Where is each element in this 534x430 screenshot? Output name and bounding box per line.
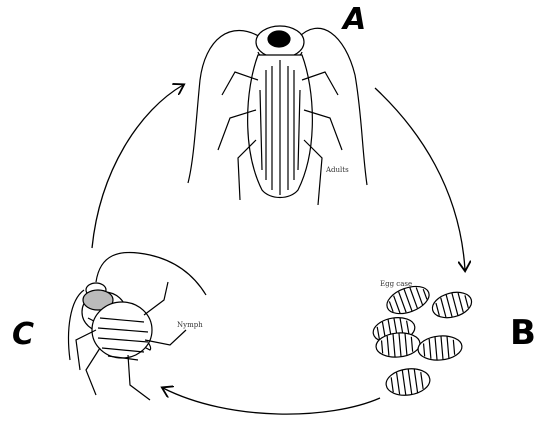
nymph-caption: Nymph (177, 321, 203, 329)
adult-cockroach-icon (188, 26, 367, 205)
arrow-egg-to-nymph (163, 388, 380, 414)
stage-label-b: B (510, 316, 534, 350)
arrow-adult-to-egg (375, 88, 465, 270)
egg-case-caption: Egg case (380, 280, 412, 288)
arrow-nymph-to-adult (92, 85, 183, 248)
stage-label-c: C (12, 320, 34, 350)
egg-case-icon (371, 281, 474, 398)
stage-label-a: A (343, 5, 366, 35)
adult-caption: Adults (326, 166, 349, 174)
